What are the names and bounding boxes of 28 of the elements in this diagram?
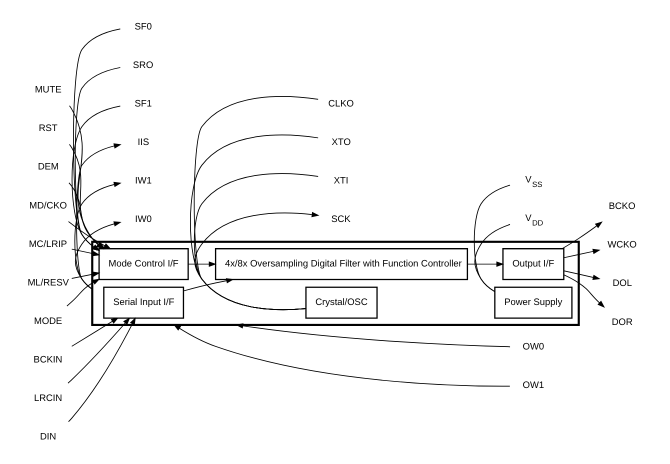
node-text: BCKO bbox=[608, 200, 635, 212]
node-text: IW0 bbox=[134, 212, 152, 224]
node-text: MUTE bbox=[34, 84, 62, 95]
node-text: V$_{SS}$ bbox=[524, 174, 542, 190]
node-text: SF0 bbox=[134, 20, 152, 32]
node-text: V$_{DD}$ bbox=[524, 212, 543, 228]
node-text: SRO bbox=[132, 58, 153, 70]
node-text: WCKO bbox=[606, 238, 636, 250]
node-text: LRCIN bbox=[33, 392, 62, 403]
node-text: OW0 bbox=[522, 340, 544, 352]
node-text: CLKO bbox=[328, 97, 354, 108]
node-text: XTI bbox=[333, 174, 348, 186]
node-text: IW1 bbox=[134, 174, 152, 186]
node-text: OW1 bbox=[522, 379, 544, 390]
node-text: MD/CKO bbox=[28, 199, 66, 210]
node-text: DIN bbox=[39, 430, 56, 442]
node-text: DOR bbox=[611, 316, 632, 327]
node-text: ML/RESV bbox=[27, 276, 68, 288]
node-text: BCKIN bbox=[33, 353, 62, 364]
node-text: DOL bbox=[612, 277, 632, 288]
node-text: MODE bbox=[33, 314, 62, 326]
node-text: MC/LRIP bbox=[28, 238, 67, 249]
node-text: SF1 bbox=[134, 97, 152, 108]
node-text: IIS bbox=[137, 136, 149, 147]
node-text: XTO bbox=[331, 136, 350, 147]
node-text: DEM bbox=[37, 160, 58, 172]
node-text: RST bbox=[38, 122, 58, 134]
node-text: SCK bbox=[330, 212, 350, 224]
